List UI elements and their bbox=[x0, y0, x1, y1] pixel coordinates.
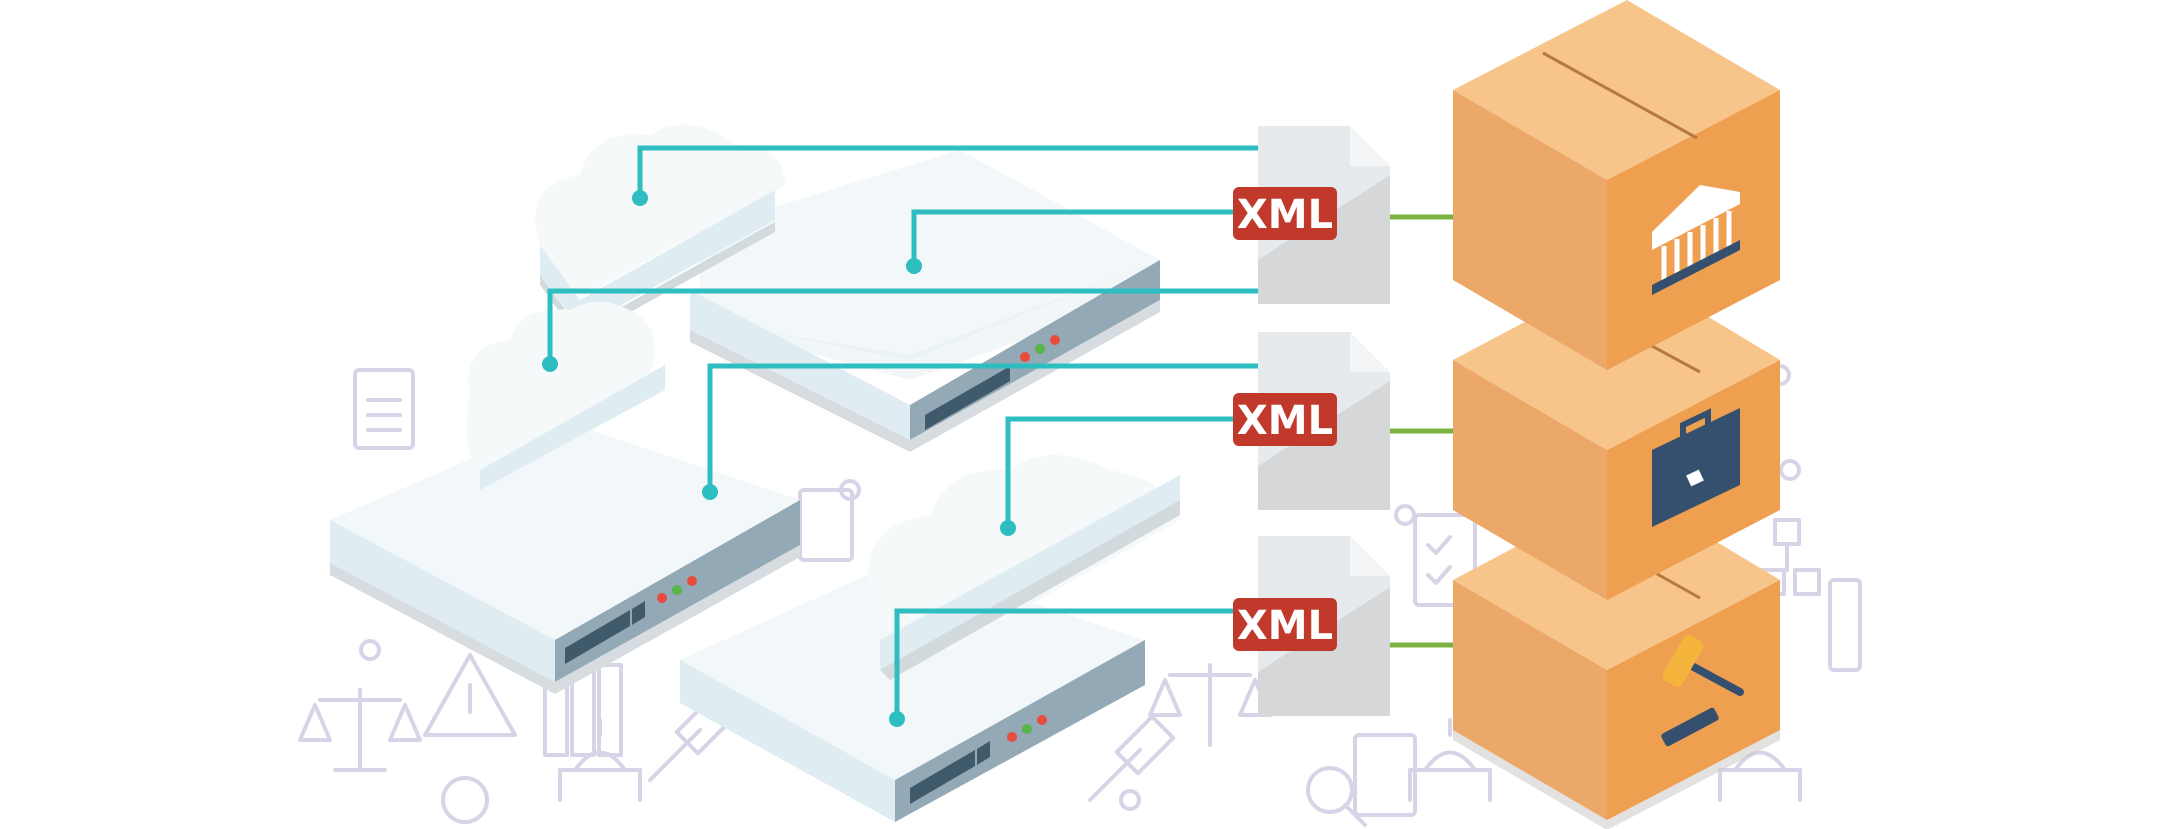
connector-6 bbox=[894, 608, 1258, 719]
scales-icon bbox=[298, 688, 422, 772]
xml-label-3: XML bbox=[1237, 603, 1333, 649]
xml-label-1: XML bbox=[1237, 192, 1333, 238]
connector-2 bbox=[911, 209, 1258, 266]
xml-document-1: XML bbox=[1233, 126, 1390, 304]
connector-3 bbox=[547, 288, 1258, 364]
xml-badge-3 bbox=[1233, 598, 1337, 651]
magnifier-icon bbox=[441, 766, 1367, 827]
xml-badge-2 bbox=[1233, 393, 1337, 446]
cloud-bottom bbox=[868, 455, 1180, 680]
connector-dots bbox=[542, 190, 1016, 727]
xml-document-3: XML bbox=[1233, 536, 1390, 716]
cloud-middle bbox=[466, 302, 665, 490]
gavel-outline-icon-2 bbox=[1088, 714, 1176, 802]
checklist-icon bbox=[1413, 513, 1477, 607]
connector-4 bbox=[707, 363, 1258, 492]
xml-badge-1 bbox=[1233, 187, 1337, 240]
background-pattern bbox=[298, 364, 1862, 827]
connector-1 bbox=[637, 145, 1258, 198]
server-bottom bbox=[680, 560, 1145, 822]
server-left bbox=[330, 420, 800, 694]
connector-5 bbox=[1005, 416, 1258, 528]
xml-document-2: XML bbox=[1233, 332, 1390, 510]
courthouse-icon bbox=[1652, 185, 1740, 295]
xml-label-2: XML bbox=[1237, 398, 1333, 444]
org-chart-icon bbox=[1758, 518, 1821, 596]
capitol-icon-2 bbox=[1408, 718, 1492, 802]
capitol-icon bbox=[558, 718, 642, 802]
scales-icon-2 bbox=[1148, 663, 1272, 747]
gavel-icon bbox=[1661, 635, 1744, 747]
document-icon bbox=[353, 368, 415, 450]
briefcase-icon bbox=[1652, 408, 1740, 527]
warning-icon bbox=[423, 653, 517, 737]
box-top bbox=[1453, 0, 1780, 370]
capitol-icon-3 bbox=[1718, 750, 1802, 802]
connectors bbox=[547, 145, 1258, 719]
